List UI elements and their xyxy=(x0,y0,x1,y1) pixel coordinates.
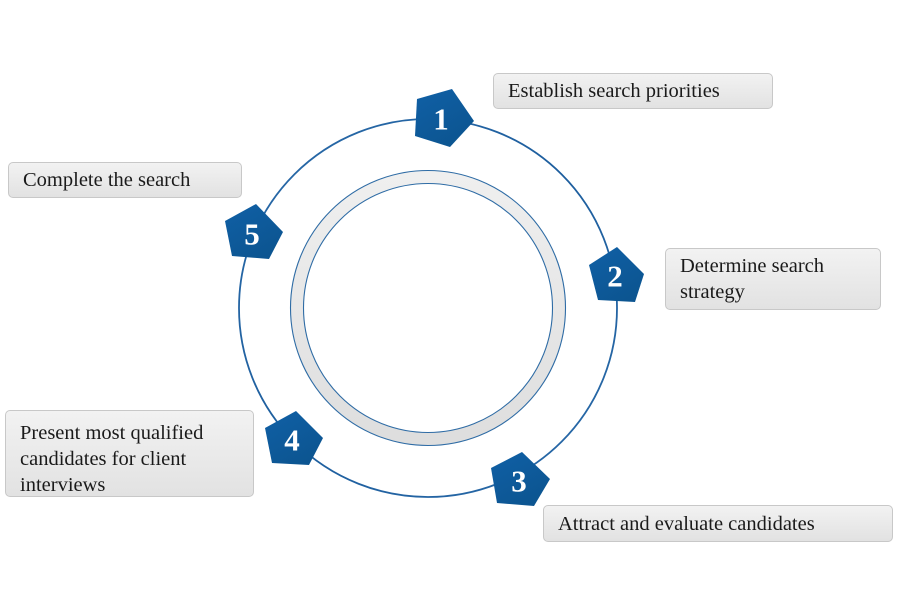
pentagon-shape-2 xyxy=(589,247,644,302)
pentagon-shape-1 xyxy=(415,89,474,147)
step-label-3[interactable]: Attract and evaluate candidates xyxy=(543,505,893,542)
pentagon-shape-3 xyxy=(491,452,550,506)
step-number-1: 1 xyxy=(433,102,449,137)
step-label-2[interactable]: Determine search strategy xyxy=(665,248,881,310)
step-label-5[interactable]: Complete the search xyxy=(8,162,242,198)
step-marker-4[interactable]: 4 xyxy=(265,411,323,465)
pentagon-shape-5 xyxy=(225,204,283,259)
step-number-2: 2 xyxy=(607,259,623,294)
step-label-text-3: Attract and evaluate candidates xyxy=(558,512,815,535)
step-number-5: 5 xyxy=(244,217,260,252)
step-label-text-2: Determine search strategy xyxy=(680,255,824,303)
step-label-text-5: Complete the search xyxy=(23,169,191,191)
step-label-1[interactable]: Establish search priorities xyxy=(493,73,773,109)
step-label-4[interactable]: Present most qualified candidates for cl… xyxy=(5,410,254,497)
inner-ring-outer-edge xyxy=(289,169,567,447)
step-marker-5[interactable]: 5 xyxy=(225,204,283,259)
step-marker-3[interactable]: 3 xyxy=(491,452,550,506)
step-number-4: 4 xyxy=(284,423,300,458)
step-marker-1[interactable]: 1 xyxy=(415,89,474,147)
step-label-text-4: Present most qualified candidates for cl… xyxy=(20,422,204,496)
pentagon-shape-4 xyxy=(265,411,323,465)
step-marker-2[interactable]: 2 xyxy=(589,247,644,302)
inner-ring-band xyxy=(290,170,566,446)
step-label-text-1: Establish search priorities xyxy=(508,80,720,102)
inner-ring-inner-edge xyxy=(302,182,554,434)
step-number-3: 3 xyxy=(511,464,527,499)
